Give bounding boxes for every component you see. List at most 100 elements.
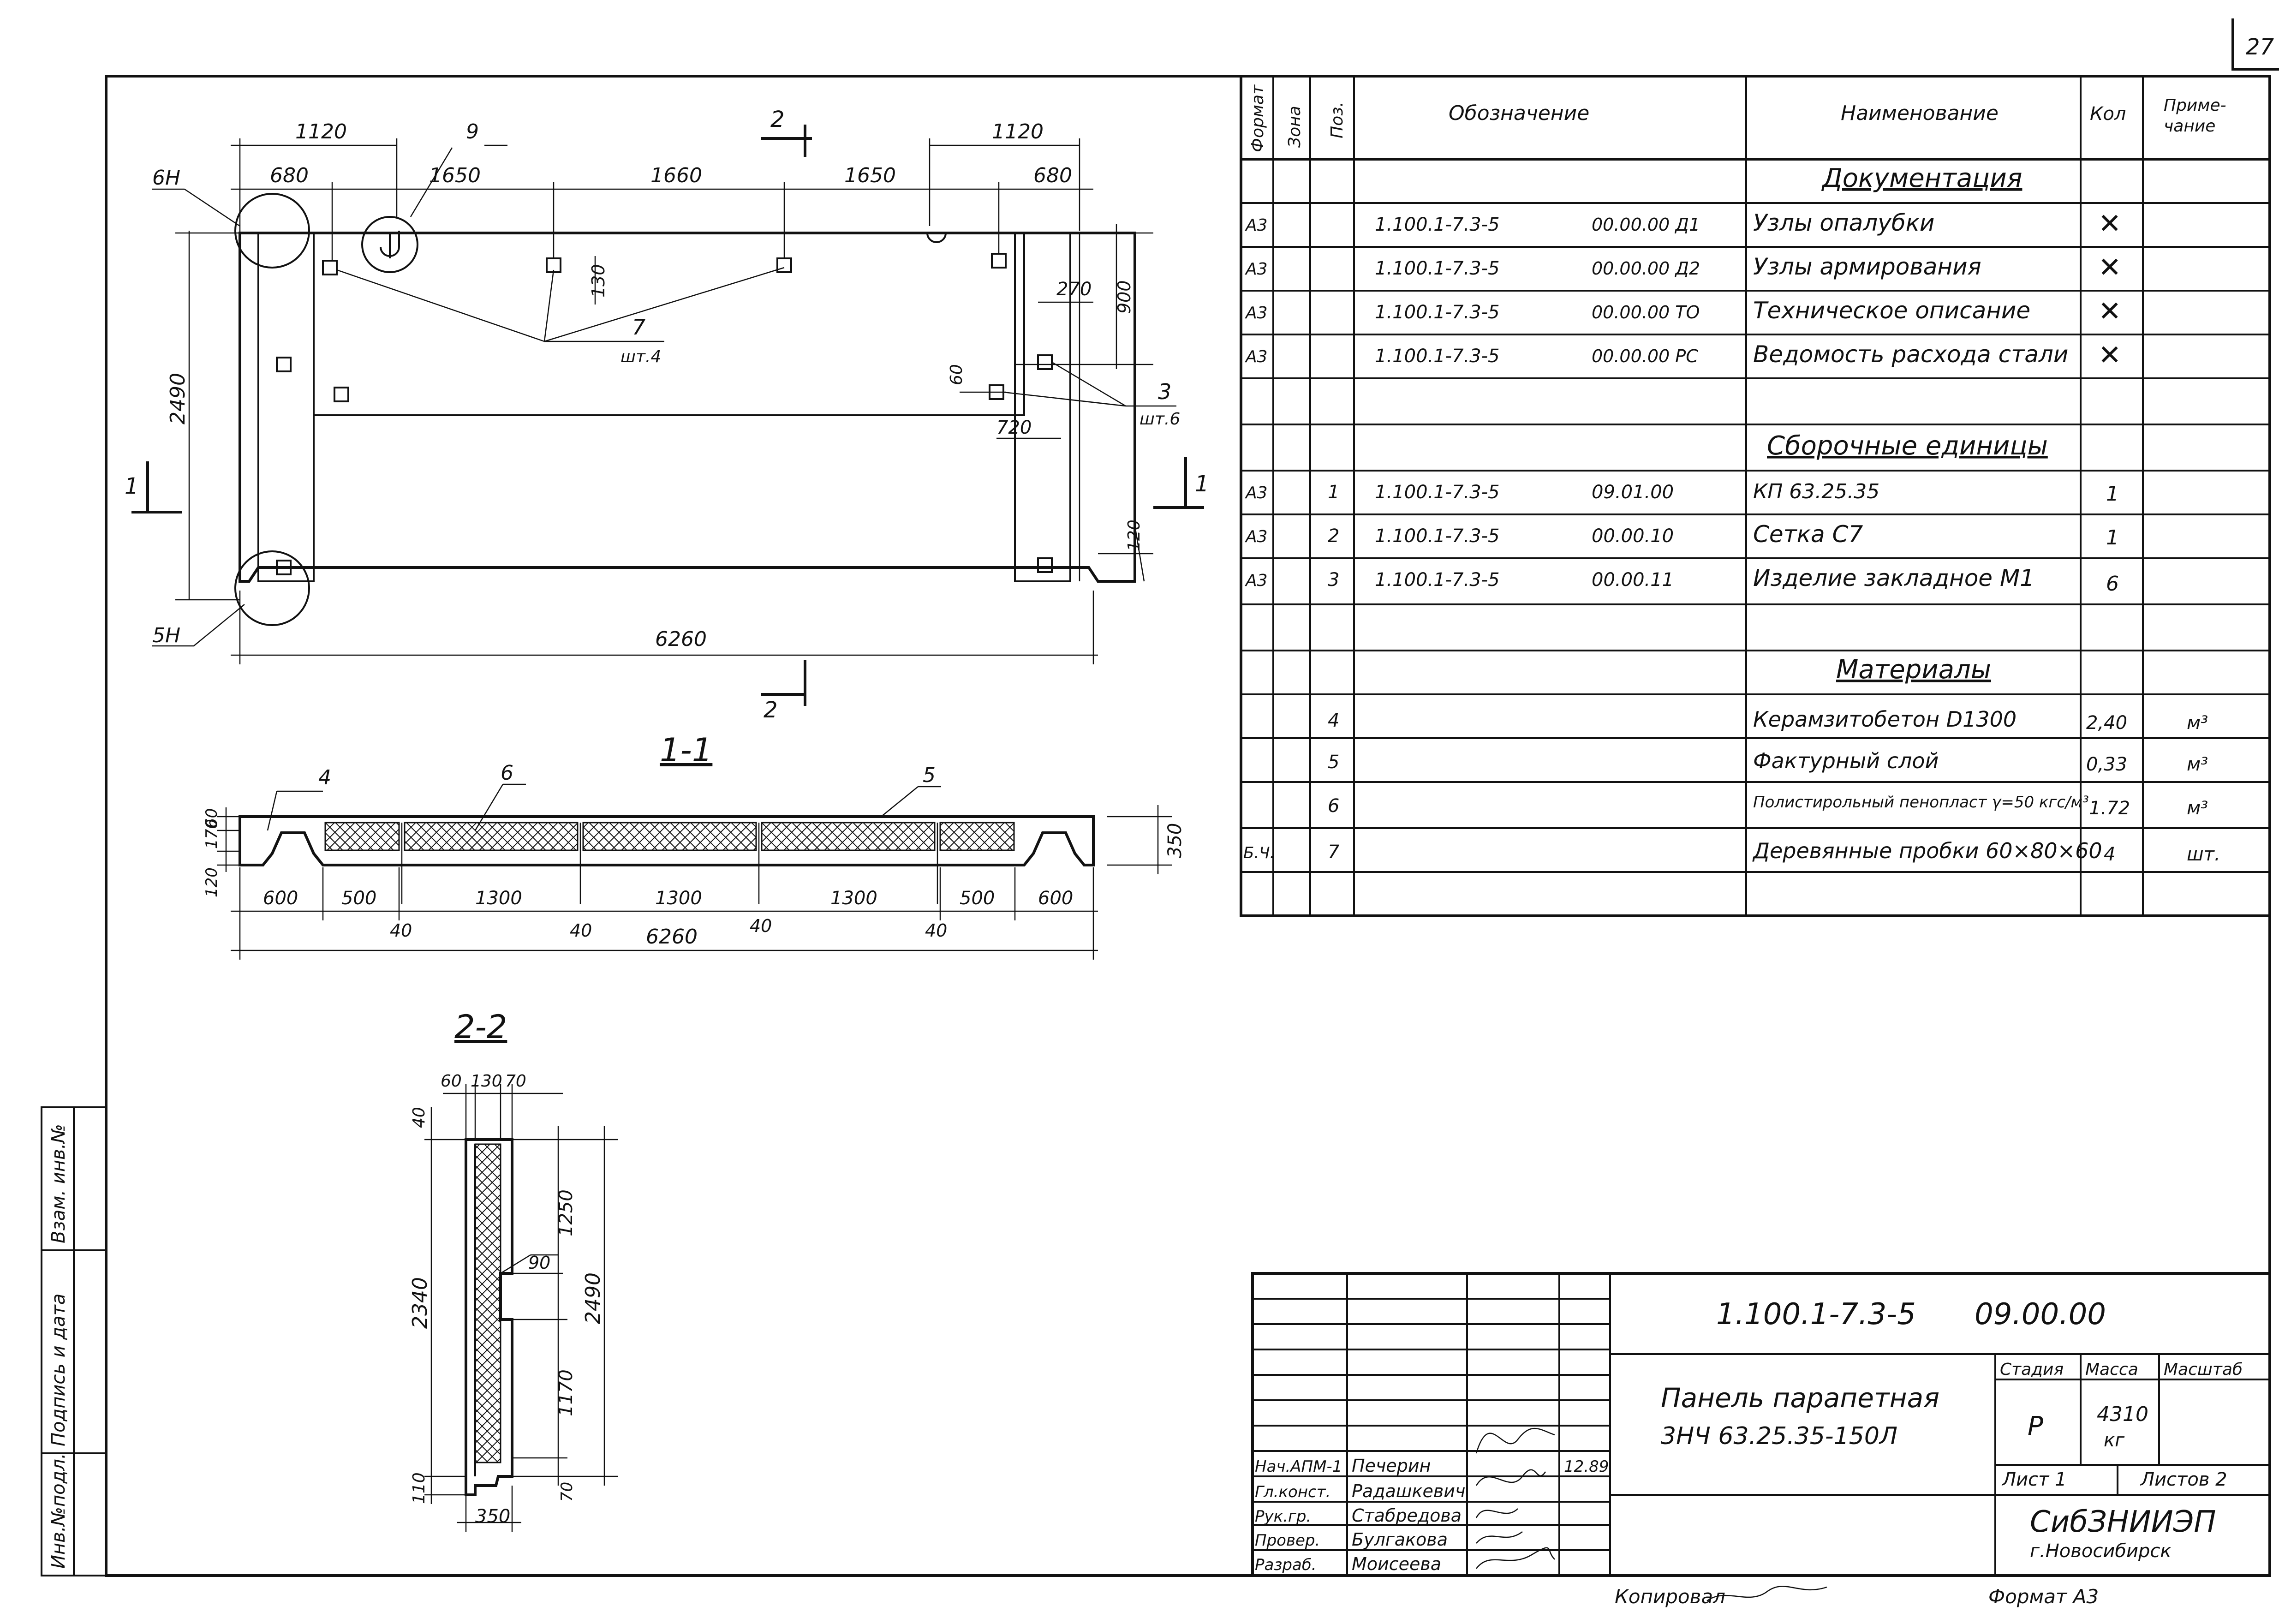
doc-format: А3: [1245, 347, 1268, 366]
dim-900: 900: [1114, 280, 1134, 314]
dim-40: 40: [410, 1107, 429, 1128]
mat-note: м³: [2187, 798, 2208, 819]
dim-1300: 1300: [475, 888, 522, 909]
title-line-1: Панель парапетная: [1661, 1382, 1939, 1414]
asm-pos: 3: [1328, 569, 1339, 591]
asm-row: А3 2 1.100.1-7.3-5 00.00.10 Сетка С7 1: [1245, 521, 2119, 549]
asm-qty: 1: [2106, 526, 2119, 549]
doc-name: Ведомость расхода стали: [1753, 341, 2068, 368]
right-rib: [1014, 232, 1071, 582]
doc-code: 00.00.00 РС: [1592, 346, 1698, 366]
callout-4: 4: [318, 766, 331, 789]
header-note-2: чание: [2164, 117, 2215, 136]
header-designation: Обозначение: [1449, 102, 1589, 125]
dim-1250: 1250: [555, 1189, 577, 1236]
asm-format: А3: [1245, 571, 1268, 590]
dim-600: 600: [1038, 888, 1073, 909]
doc-code: 00.00.00 Д2: [1592, 258, 1700, 279]
person-name: Печерин: [1352, 1456, 1431, 1476]
sheets-label: Листов 2: [2140, 1469, 2227, 1490]
dim-1170: 1170: [555, 1369, 577, 1416]
city: г.Новосибирск: [2030, 1540, 2172, 1562]
dim-1650-left: 1650: [429, 164, 481, 187]
mat-note: шт.: [2187, 844, 2220, 865]
scale-label: Масштаб: [2164, 1360, 2243, 1379]
dim-270: 270: [1056, 279, 1092, 300]
header-zone: Зона: [1285, 106, 1304, 148]
svg-text:1: 1: [1195, 471, 1209, 497]
top-dimensions: [231, 138, 1093, 261]
mat-qty: 2,40: [2086, 712, 2127, 734]
dim-90: 90: [528, 1253, 550, 1273]
asm-designation: 1.100.1-7.3-5: [1375, 482, 1500, 503]
callout-5: 5: [923, 764, 936, 787]
dim-1300: 1300: [830, 888, 877, 909]
stamp-replace-label: Взам. инв.№: [48, 1124, 69, 1243]
asm-row: А3 3 1.100.1-7.3-5 00.00.11 Изделие закл…: [1245, 565, 2119, 596]
dim-2490: 2490: [581, 1272, 605, 1324]
inner-dimensions: [594, 224, 1153, 582]
mat-format: Б.Ч.: [1243, 844, 1275, 862]
person-name: Моисеева: [1352, 1554, 1441, 1574]
asm-qty: 6: [2106, 572, 2119, 596]
mat-name: Керамзитобетон D1300: [1753, 707, 2016, 732]
dim-1300: 1300: [655, 888, 702, 909]
spec-table: Формат Зона Поз. Обозначение Наименовани…: [1240, 75, 2271, 917]
dim-6260: 6260: [646, 925, 698, 949]
doc-row: А3 1.100.1-7.3-5 00.00.00 РС Ведомость р…: [1245, 339, 2121, 371]
callout-3-leaders: [1003, 361, 1176, 407]
person-name: Стабредова: [1352, 1505, 1462, 1526]
insulation-block: [582, 822, 757, 851]
insulation-block: [761, 822, 936, 851]
doc-name: Узлы армирования: [1753, 253, 1981, 280]
dim-350: 350: [475, 1506, 510, 1527]
section-documentation: Документация: [1821, 163, 2022, 193]
mat-row: 6 Полистирольный пенопласт γ=50 кгс/м³ 1…: [1328, 793, 2208, 819]
role: Провер.: [1255, 1531, 1320, 1550]
asm-code: 00.00.10: [1592, 525, 1674, 547]
insulation-core: [474, 1143, 501, 1463]
callout-3-qty: шт.6: [1140, 410, 1180, 429]
stage-value: Р: [2028, 1411, 2043, 1441]
mat-pos: 5: [1328, 752, 1339, 773]
doc-designation: 1.100.1-7.3-5: [1375, 258, 1500, 279]
insulation-block: [324, 822, 400, 851]
label-6n: 6Н: [152, 166, 180, 190]
doc-designation: 1.100.1-7.3-5: [1375, 302, 1500, 323]
role: Рук.гр.: [1255, 1507, 1311, 1526]
svg-text:1: 1: [125, 473, 139, 499]
callout-6: 6: [501, 761, 513, 785]
doc-format: А3: [1245, 216, 1268, 235]
title-sheet-code: 09.00.00: [1975, 1297, 2106, 1331]
doc-qty: ✕: [2098, 208, 2121, 240]
dim-120: 120: [1125, 519, 1144, 551]
section-2-2: 2-2 60 130 70: [408, 1008, 618, 1532]
spec-row-lines: [1241, 202, 2270, 873]
section-materials: Материалы: [1836, 655, 1991, 685]
asm-format: А3: [1245, 527, 1268, 546]
section-2-2-title: 2-2: [454, 1008, 507, 1046]
mat-name: Деревянные пробки 60×80×60: [1752, 838, 2102, 863]
asm-name: КП 63.25.35: [1753, 480, 1879, 503]
dim-60: 60: [441, 1072, 462, 1091]
signatures: [1475, 1427, 1555, 1569]
mat-pos: 6: [1328, 795, 1339, 817]
dim-2490: 2490: [166, 373, 190, 424]
doc-row: А3 1.100.1-7.3-5 00.00.00 Д2 Узлы армиро…: [1245, 251, 2121, 284]
mat-qty: 1.72: [2089, 798, 2130, 819]
svg-text:2: 2: [770, 107, 785, 132]
asm-code: 00.00.11: [1592, 569, 1674, 591]
dim-2340: 2340: [408, 1277, 432, 1329]
sheet-label: Лист 1: [2001, 1469, 2067, 1490]
dim-130: 130: [471, 1072, 502, 1091]
asm-pos: 2: [1328, 525, 1339, 547]
insulation-block: [404, 822, 579, 851]
dim-40: 40: [570, 920, 592, 941]
stamp-sign-label: Подпись и дата: [48, 1294, 69, 1446]
asm-pos: 1: [1328, 482, 1339, 503]
section-assemblies: Сборочные единицы: [1767, 431, 2048, 461]
doc-format: А3: [1245, 304, 1268, 322]
plan-view: 1120 9 1120 680 1650 1660 1650 680 6Н 5Н…: [125, 107, 1209, 723]
asm-qty: 1: [2106, 482, 2119, 506]
